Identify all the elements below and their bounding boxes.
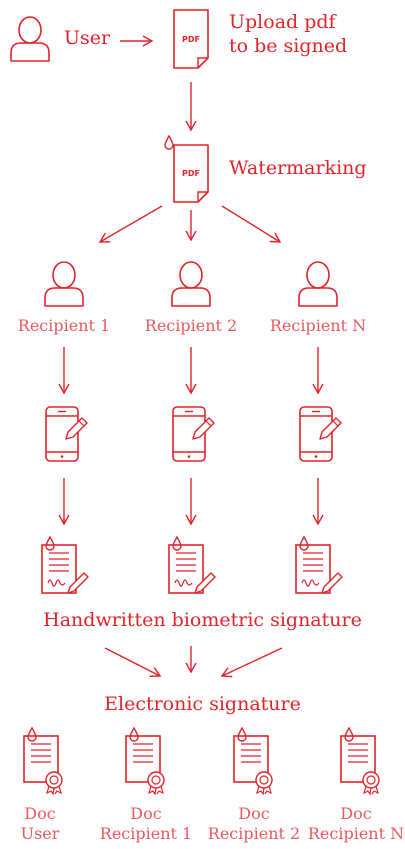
signed-doc-icon-n [295, 536, 343, 594]
arrow-to-recipient-1 [98, 205, 163, 243]
pdf-tag-1: PDF [182, 35, 200, 44]
arrow-converge-right [220, 647, 283, 678]
recipient-2-person-icon [171, 261, 211, 307]
pdf-file-icon: PDF [173, 9, 209, 69]
doc-recipient-1-label: Doc Recipient 1 [100, 804, 192, 844]
certified-doc-icon-recipient-n [340, 727, 380, 795]
doc-user-line-1: Doc [24, 804, 56, 823]
arrow-to-recipient-n [221, 205, 282, 243]
doc-recipient-2-line-1: Doc [238, 804, 270, 823]
doc-recipient-n-label: Doc Recipient N [308, 804, 404, 844]
watermarking-label: Watermarking [229, 157, 367, 179]
doc-recipient-1-line-2: Recipient 1 [99, 824, 193, 843]
doc-user-label: Doc User [21, 804, 60, 844]
recipient-n-label: Recipient N [269, 316, 367, 335]
doc-user-line-2: User [20, 824, 60, 843]
watermarked-pdf-icon: PDF [164, 134, 209, 203]
doc-recipient-1-line-1: Doc [130, 804, 162, 823]
phone-sign-icon-n [299, 406, 342, 462]
pdf-tag-2: PDF [182, 169, 200, 178]
certified-doc-icon-recipient-2 [233, 727, 273, 795]
certified-doc-icon-user [23, 727, 63, 795]
upload-label: Upload pdf to be signed [229, 10, 347, 58]
handwritten-signature-label: Handwritten biometric signature [43, 609, 362, 631]
arrow-converge-left [104, 647, 162, 678]
user-person-icon [10, 16, 50, 62]
signed-doc-icon-1 [41, 536, 89, 594]
recipient-2-label: Recipient 2 [144, 316, 238, 335]
phone-sign-icon-1 [45, 406, 88, 462]
certified-doc-icon-recipient-1 [125, 727, 165, 795]
recipient-1-label: Recipient 1 [17, 316, 111, 335]
recipient-n-person-icon [298, 261, 338, 307]
phone-sign-icon-2 [172, 406, 215, 462]
doc-recipient-2-label: Doc Recipient 2 [208, 804, 300, 844]
electronic-signature-label: Electronic signature [104, 693, 301, 715]
doc-recipient-n-line-1: Doc [340, 804, 372, 823]
doc-recipient-2-line-2: Recipient 2 [207, 824, 301, 843]
upload-label-line-2: to be signed [229, 35, 348, 57]
upload-label-line-1: Upload pdf [229, 11, 336, 33]
signed-doc-icon-2 [168, 536, 216, 594]
recipient-1-person-icon [44, 261, 84, 307]
doc-recipient-n-line-2: Recipient N [307, 824, 405, 843]
user-label: User [64, 27, 111, 49]
